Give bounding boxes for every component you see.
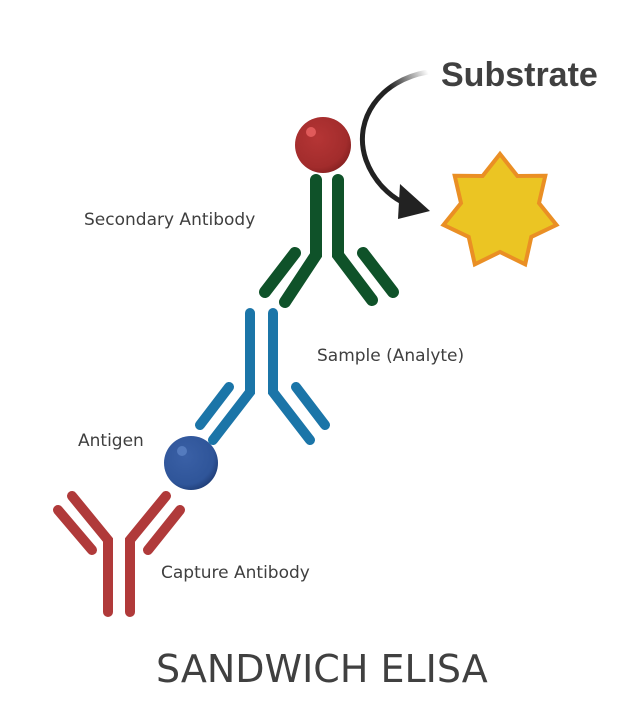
- secondary-antibody-icon: [259, 174, 399, 308]
- antigen-icon: [164, 436, 218, 490]
- capture-antibody-icon: [53, 491, 185, 617]
- substrate-star-icon: [440, 150, 560, 268]
- antigen-label: Antigen: [78, 431, 144, 451]
- diagram-title: SANDWICH ELISA: [156, 647, 488, 691]
- secondary-antibody-label: Secondary Antibody: [84, 210, 255, 230]
- sample-antibody-icon: [195, 308, 330, 445]
- curved-arrow-icon: [359, 69, 431, 219]
- capture-antibody-label: Capture Antibody: [161, 563, 310, 583]
- enzyme-icon: [295, 117, 351, 173]
- sample-label: Sample (Analyte): [317, 346, 464, 366]
- substrate-label: Substrate: [441, 56, 598, 94]
